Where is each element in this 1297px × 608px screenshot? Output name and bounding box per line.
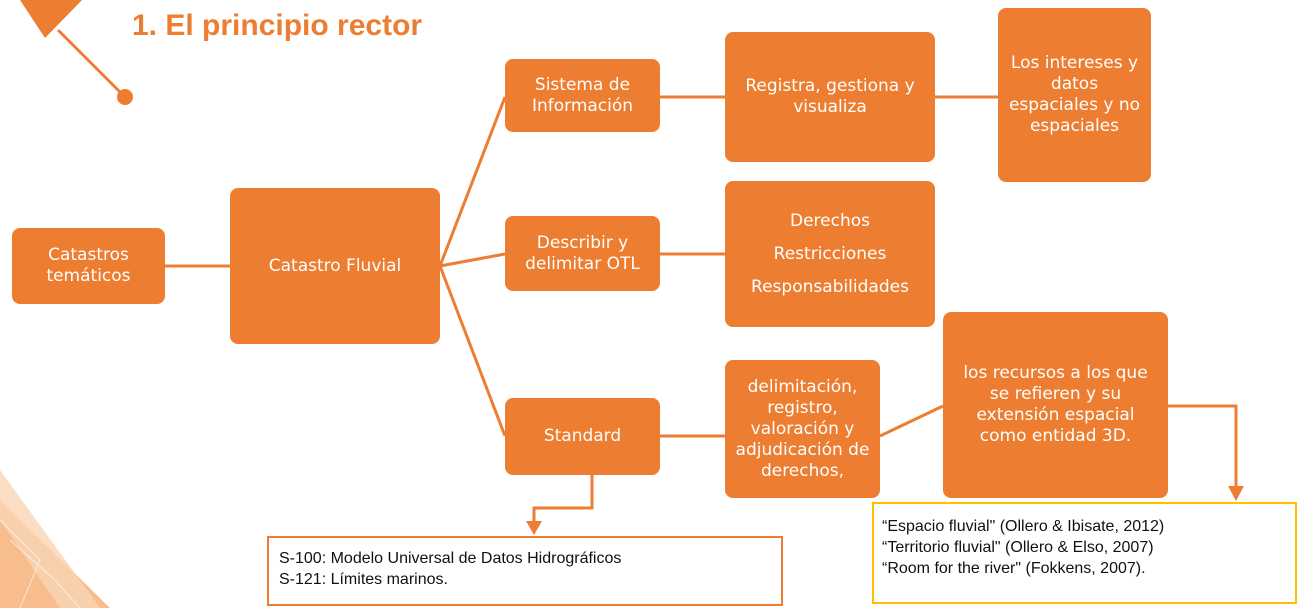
connector-fluvial-describir [439,252,506,268]
connector-standard-note [532,475,594,525]
node-item-responsabilidades: Responsabilidades [751,276,909,297]
connector-fluvial-standard [438,265,507,437]
decorative-dot [117,89,133,105]
node-recursos: los recursos a los que se refieren y su … [943,312,1168,498]
note-line-s121: S-121: Límites marinos. [279,571,448,588]
node-label: Sistema de Información [531,74,634,116]
node-item-derechos: Derechos [789,210,870,231]
corner-mesh-decoration [0,470,110,608]
connector-fluvial-sistema [438,96,507,267]
node-catastros-tematicos: Catastros temáticos [12,228,165,304]
node-item-restricciones: Restricciones [773,243,887,264]
arrowhead-references-note [1228,486,1244,501]
node-catastro-fluvial: Catastro Fluvial [230,188,440,344]
connector-delimitacion-recursos [879,404,944,438]
page-title: 1. El principio rector [132,9,423,42]
node-label: Standard [543,426,622,446]
node-label: Describir y delimitar OTL [525,232,640,274]
note-line-s100: S-100: Modelo Universal de Datos Hidrogr… [279,550,622,567]
connector-recursos-note [1168,404,1238,488]
decorative-line [56,28,127,99]
arrowhead-standard-note [526,521,542,535]
corner-triangle-decoration [20,0,82,38]
node-standard: Standard [505,398,660,475]
node-registra: Registra, gestiona y visualiza [725,32,935,162]
node-label: Registra, gestiona y visualiza [745,76,915,117]
node-intereses: Los intereses y datos espaciales y no es… [998,8,1151,182]
node-label: Los intereses y datos espaciales y no es… [1008,53,1141,136]
references-note: “Espacio fluvial" (Ollero & Ibisate, 201… [872,502,1297,604]
node-derechos-list: Derechos Restricciones Responsabilidades [725,181,935,327]
node-describir-otl: Describir y delimitar OTL [505,216,660,291]
node-delimitacion: delimitación, registro, valoración y adj… [725,360,880,498]
node-label: delimitación, registro, valoración y adj… [735,376,870,481]
standards-note: S-100: Modelo Universal de Datos Hidrogr… [267,536,783,606]
node-sistema-informacion: Sistema de Información [505,59,660,132]
node-label: los recursos a los que se refieren y su … [963,363,1148,446]
note-line-territorio-fluvial: “Territorio fluvial" (Ollero & Elso, 200… [882,539,1154,556]
note-line-room-for-river: “Room for the river" (Fokkens, 2007). [882,560,1146,577]
node-label: Catastros temáticos [46,245,131,286]
note-line-espacio-fluvial: “Espacio fluvial" (Ollero & Ibisate, 201… [882,518,1165,535]
node-label: Catastro Fluvial [268,255,402,276]
